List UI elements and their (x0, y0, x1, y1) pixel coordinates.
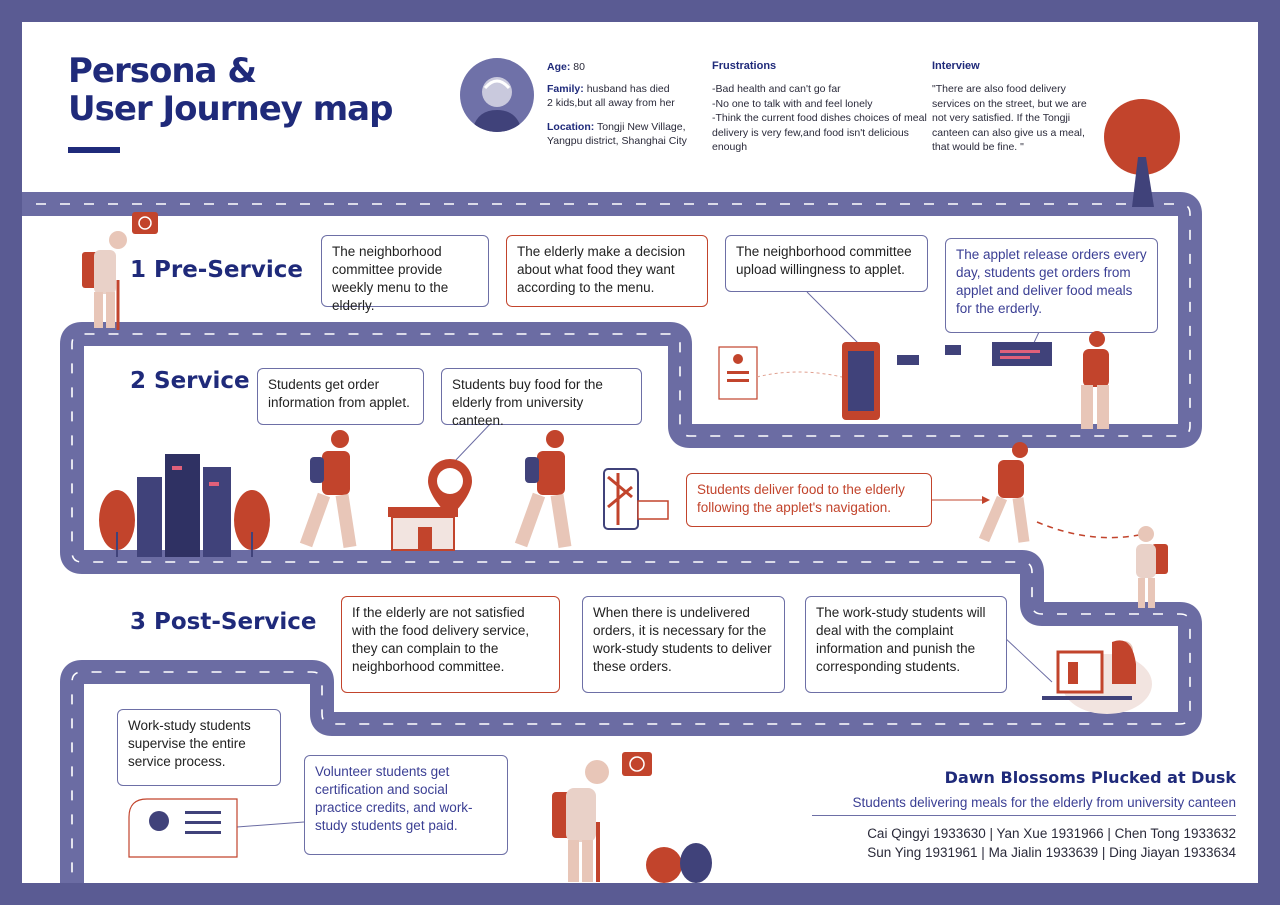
student-courier-icon (299, 430, 357, 548)
step-box-credits: Volunteer students get certification and… (304, 755, 508, 855)
step-box-upload-willingness: The neighborhood committee upload willin… (725, 235, 928, 292)
location-line-2: Yangpu district, Shanghai City (547, 135, 687, 147)
age-value: 80 (573, 61, 585, 73)
family-label: Family: (547, 83, 584, 95)
location-label: Location: (547, 121, 595, 133)
elderly-woman-icon (1136, 526, 1168, 608)
step-box-punish-students: The work-study students will deal with t… (805, 596, 1007, 693)
frustration-item: -No one to talk with and feel lonely (712, 97, 873, 110)
tree-icon (1104, 99, 1180, 207)
page-title: Persona & User Journey map (68, 51, 393, 129)
age-label: Age: (547, 61, 571, 73)
message-bubble-icon (992, 342, 1052, 366)
elderly-woman-icon (82, 212, 158, 330)
journey-road (22, 192, 1202, 883)
frustration-item: -Think the current food dishes choices o… (712, 112, 927, 153)
title-line-2: User Journey map (68, 89, 393, 129)
step-box-applet-orders: The applet release orders every day, stu… (945, 238, 1158, 333)
frustrations-heading: Frustrations (712, 60, 777, 72)
project-title: Dawn Blossoms Plucked at Dusk (944, 768, 1236, 787)
persona-avatar (460, 58, 534, 132)
team-line-2: Sun Ying 1931961 | Ma Jialin 1933639 | D… (867, 845, 1236, 860)
persona-family: Family: husband has died 2 kids,but all … (547, 82, 727, 110)
journey-map-canvas: Persona & User Journey map Age: 80 Famil… (22, 22, 1258, 883)
step-box-weekly-menu: The neighborhood committee provide weekl… (321, 235, 489, 313)
team-line-1: Cai Qingyi 1933630 | Yan Xue 1931966 | C… (867, 826, 1236, 841)
city-buildings-icon (99, 454, 270, 557)
interview-quote: "There are also food delivery services o… (932, 83, 1087, 153)
student-courier-icon (1081, 331, 1109, 429)
stage-pre-service: 1 Pre-Service (130, 257, 303, 283)
frustration-item: -Bad health and can't go far (712, 83, 841, 95)
family-line-1: husband has died (586, 83, 670, 95)
step-box-supervise: Work-study students supervise the entire… (117, 709, 281, 786)
bush-icon (646, 843, 712, 883)
elderly-man-icon (552, 752, 652, 882)
applet-phone-icon (718, 342, 961, 420)
frustrations-list: -Bad health and can't go far -No one to … (712, 82, 927, 155)
step-box-elderly-decision: The elderly make a decision about what f… (506, 235, 708, 307)
phone-map-icon (603, 468, 669, 530)
canteen-location-icon (388, 459, 472, 551)
stage-service: 2 Service (130, 368, 250, 394)
student-courier-icon (514, 430, 572, 548)
persona-location: Location: Tongji New Village, Yangpu dis… (547, 120, 737, 148)
step-box-buy-food: Students buy food for the elderly from u… (441, 368, 642, 428)
family-line-2: 2 kids,but all away from her (547, 97, 675, 109)
student-courier-icon (978, 442, 1030, 543)
stage-post-service: 3 Post-Service (130, 609, 317, 635)
title-underline (68, 147, 120, 153)
persona-age: Age: 80 (547, 60, 727, 74)
step-box-deliver-food: Students deliver food to the elderly fol… (686, 473, 932, 527)
step-box-undelivered-orders: When there is undelivered orders, it is … (582, 596, 785, 693)
title-line-1: Persona & (68, 51, 257, 91)
step-box-get-order: Students get order information from appl… (257, 368, 424, 425)
interview-heading: Interview (932, 60, 980, 72)
step-box-complain: If the elderly are not satisfied with th… (341, 596, 560, 693)
certificate-icon (128, 798, 238, 858)
location-line-1: Tongji New Village, (596, 121, 686, 133)
project-subtitle: Students delivering meals for the elderl… (812, 795, 1236, 816)
credits-block: Dawn Blossoms Plucked at Dusk Students d… (812, 768, 1236, 862)
work-study-student-icon (1042, 640, 1152, 714)
